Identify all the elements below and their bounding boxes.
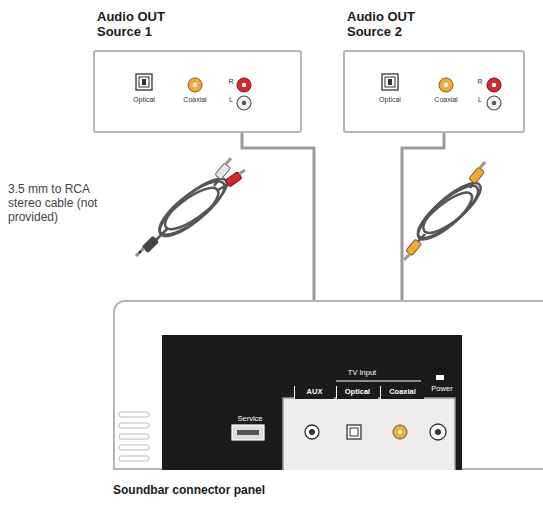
coaxial-cable bbox=[411, 176, 487, 247]
rca-plugs-orange bbox=[404, 162, 485, 260]
jack-label: L bbox=[229, 96, 233, 104]
port-label: Optical bbox=[336, 386, 378, 399]
jack-label: Coaxial bbox=[434, 96, 457, 104]
cable-note: 3.5 mm to RCA stereo cable (not provided… bbox=[8, 183, 104, 224]
rca-plugs-red-white bbox=[215, 158, 245, 187]
device-heading: Audio OUT Source 2 bbox=[347, 10, 431, 40]
port-name: Optical bbox=[345, 388, 370, 397]
jack-label: TV Input bbox=[348, 369, 376, 378]
jack-label: Optical bbox=[133, 96, 155, 104]
jack-label: R bbox=[477, 78, 482, 86]
soundbar-panel-art bbox=[113, 300, 543, 470]
source-device: Audio OUT Source 1OpticalCoaxialRL bbox=[93, 50, 302, 133]
jack-label: Optical bbox=[379, 96, 401, 104]
port-name: Coaxial bbox=[389, 388, 416, 397]
jack-icons bbox=[345, 52, 527, 135]
device-heading: Audio OUT Source 1 bbox=[97, 10, 181, 40]
source-device: Audio OUT Source 2OpticalCoaxialRL bbox=[343, 50, 525, 133]
soundbar-body: TV InputService Power AUX Optical Coaxial bbox=[113, 300, 543, 470]
port-name: AUX bbox=[307, 388, 323, 397]
jack-label: Coaxial bbox=[183, 96, 206, 104]
mini-plug bbox=[136, 236, 159, 256]
caption: Soundbar connector panel bbox=[113, 484, 265, 498]
stereo-cable bbox=[152, 171, 233, 243]
jack-label: R bbox=[228, 78, 233, 86]
jack-label: Power bbox=[431, 385, 452, 394]
jack-icons bbox=[95, 52, 304, 135]
port-label: AUX bbox=[294, 386, 334, 399]
jack-label: L bbox=[478, 96, 482, 104]
jack-label: Service bbox=[237, 415, 262, 424]
port-label: Coaxial bbox=[380, 386, 424, 399]
